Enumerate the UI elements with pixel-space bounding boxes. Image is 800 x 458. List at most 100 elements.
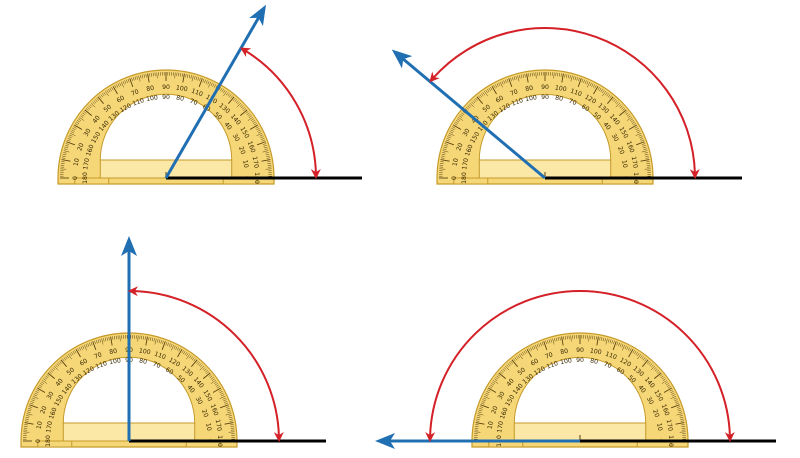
tick-mark [677, 409, 682, 412]
outer-scale-label: 40 [91, 115, 101, 126]
tick-mark [599, 336, 601, 341]
angle-arc [429, 27, 700, 180]
tick-mark [618, 342, 620, 347]
protractor-tab-left [453, 177, 489, 185]
tick-mark [62, 155, 66, 157]
tick-mark [63, 357, 67, 361]
tick-mark [632, 350, 635, 354]
tick-mark [514, 357, 518, 361]
tick-mark [101, 338, 104, 345]
tick-mark [641, 356, 644, 360]
tick-mark [477, 413, 484, 416]
tick-mark [47, 372, 55, 379]
tick-mark [174, 72, 176, 79]
tick-mark [60, 359, 67, 367]
tick-mark [634, 350, 637, 355]
tick-mark [526, 348, 532, 358]
outer-scale-label: 10 [36, 421, 44, 430]
tick-mark [660, 375, 664, 379]
tick-mark [111, 87, 114, 91]
outer-scale-label: 20 [76, 142, 85, 152]
tick-mark [198, 78, 203, 88]
tick-mark [103, 92, 106, 96]
tick-mark [659, 374, 663, 377]
outer-scale-label: 30 [46, 391, 56, 401]
tick-mark [46, 374, 50, 377]
inner-scale-label: 90 [541, 94, 549, 101]
tick-mark [651, 364, 654, 368]
tick-mark [601, 337, 603, 341]
tick-mark [635, 351, 638, 356]
tick-mark [508, 362, 512, 365]
outer-scale-label: 60 [116, 95, 126, 105]
tick-mark [490, 383, 495, 386]
tick-mark [481, 401, 486, 403]
tick-mark [61, 161, 65, 163]
tick-mark [133, 77, 135, 81]
tick-mark [75, 123, 79, 126]
tick-mark [65, 145, 69, 147]
tick-mark [191, 75, 194, 82]
tick-mark [40, 381, 45, 384]
tick-mark [676, 406, 681, 408]
tick-mark [478, 409, 483, 412]
tick-mark [677, 408, 681, 410]
tick-mark [475, 422, 485, 425]
tick-mark [665, 383, 670, 386]
inner-scale-label: 160 [85, 144, 96, 158]
inner-scale-label: 20 [651, 409, 660, 419]
tick-mark [520, 352, 523, 357]
tick-mark [557, 337, 559, 341]
tick-mark [477, 415, 481, 417]
tick-mark [637, 354, 642, 360]
tick-mark [487, 389, 491, 392]
tick-mark [663, 387, 673, 393]
tick-mark [496, 375, 500, 379]
inner-scale-label: 80 [554, 95, 563, 103]
inner-scale-label: 40 [222, 121, 232, 132]
tick-mark [517, 355, 520, 359]
tick-mark [61, 159, 71, 162]
inner-scale-label: 80 [175, 95, 184, 103]
tick-mark [654, 368, 658, 372]
tick-mark [62, 153, 67, 156]
tick-mark [197, 77, 199, 81]
tick-mark [60, 168, 67, 170]
tick-mark [563, 336, 565, 340]
inner-scale-label: 90 [162, 94, 170, 101]
tick-mark [90, 341, 93, 346]
tick-mark [612, 341, 617, 351]
inner-scale-label: 150 [90, 131, 102, 145]
inner-scale-label: 110 [95, 360, 109, 371]
tick-mark [126, 79, 128, 84]
tick-mark [27, 409, 32, 412]
tick-mark [39, 383, 44, 386]
tick-mark [489, 386, 493, 389]
tick-mark [483, 397, 487, 400]
tick-mark [96, 97, 99, 101]
tick-mark [124, 80, 127, 84]
tick-mark [541, 341, 544, 346]
inner-scale-label: 50 [212, 111, 223, 121]
tick-mark [604, 338, 606, 342]
tick-mark [24, 420, 29, 422]
tick-mark [547, 340, 549, 344]
tick-mark [127, 78, 130, 83]
inner-scale-label: 100 [109, 357, 122, 366]
tick-mark [218, 87, 221, 91]
tick-mark [531, 346, 534, 350]
tick-mark [522, 351, 525, 356]
tick-mark [498, 372, 506, 379]
tick-mark [89, 342, 91, 347]
tick-mark [99, 339, 101, 343]
tick-mark [642, 359, 649, 367]
tick-mark [675, 422, 685, 425]
inner-scale-label: 100 [146, 94, 159, 103]
tick-mark [530, 347, 533, 351]
outer-scale-label: 30 [497, 391, 507, 401]
tick-mark [629, 348, 632, 352]
outer-scale-label: 170 [665, 419, 674, 432]
tick-mark [66, 141, 76, 146]
